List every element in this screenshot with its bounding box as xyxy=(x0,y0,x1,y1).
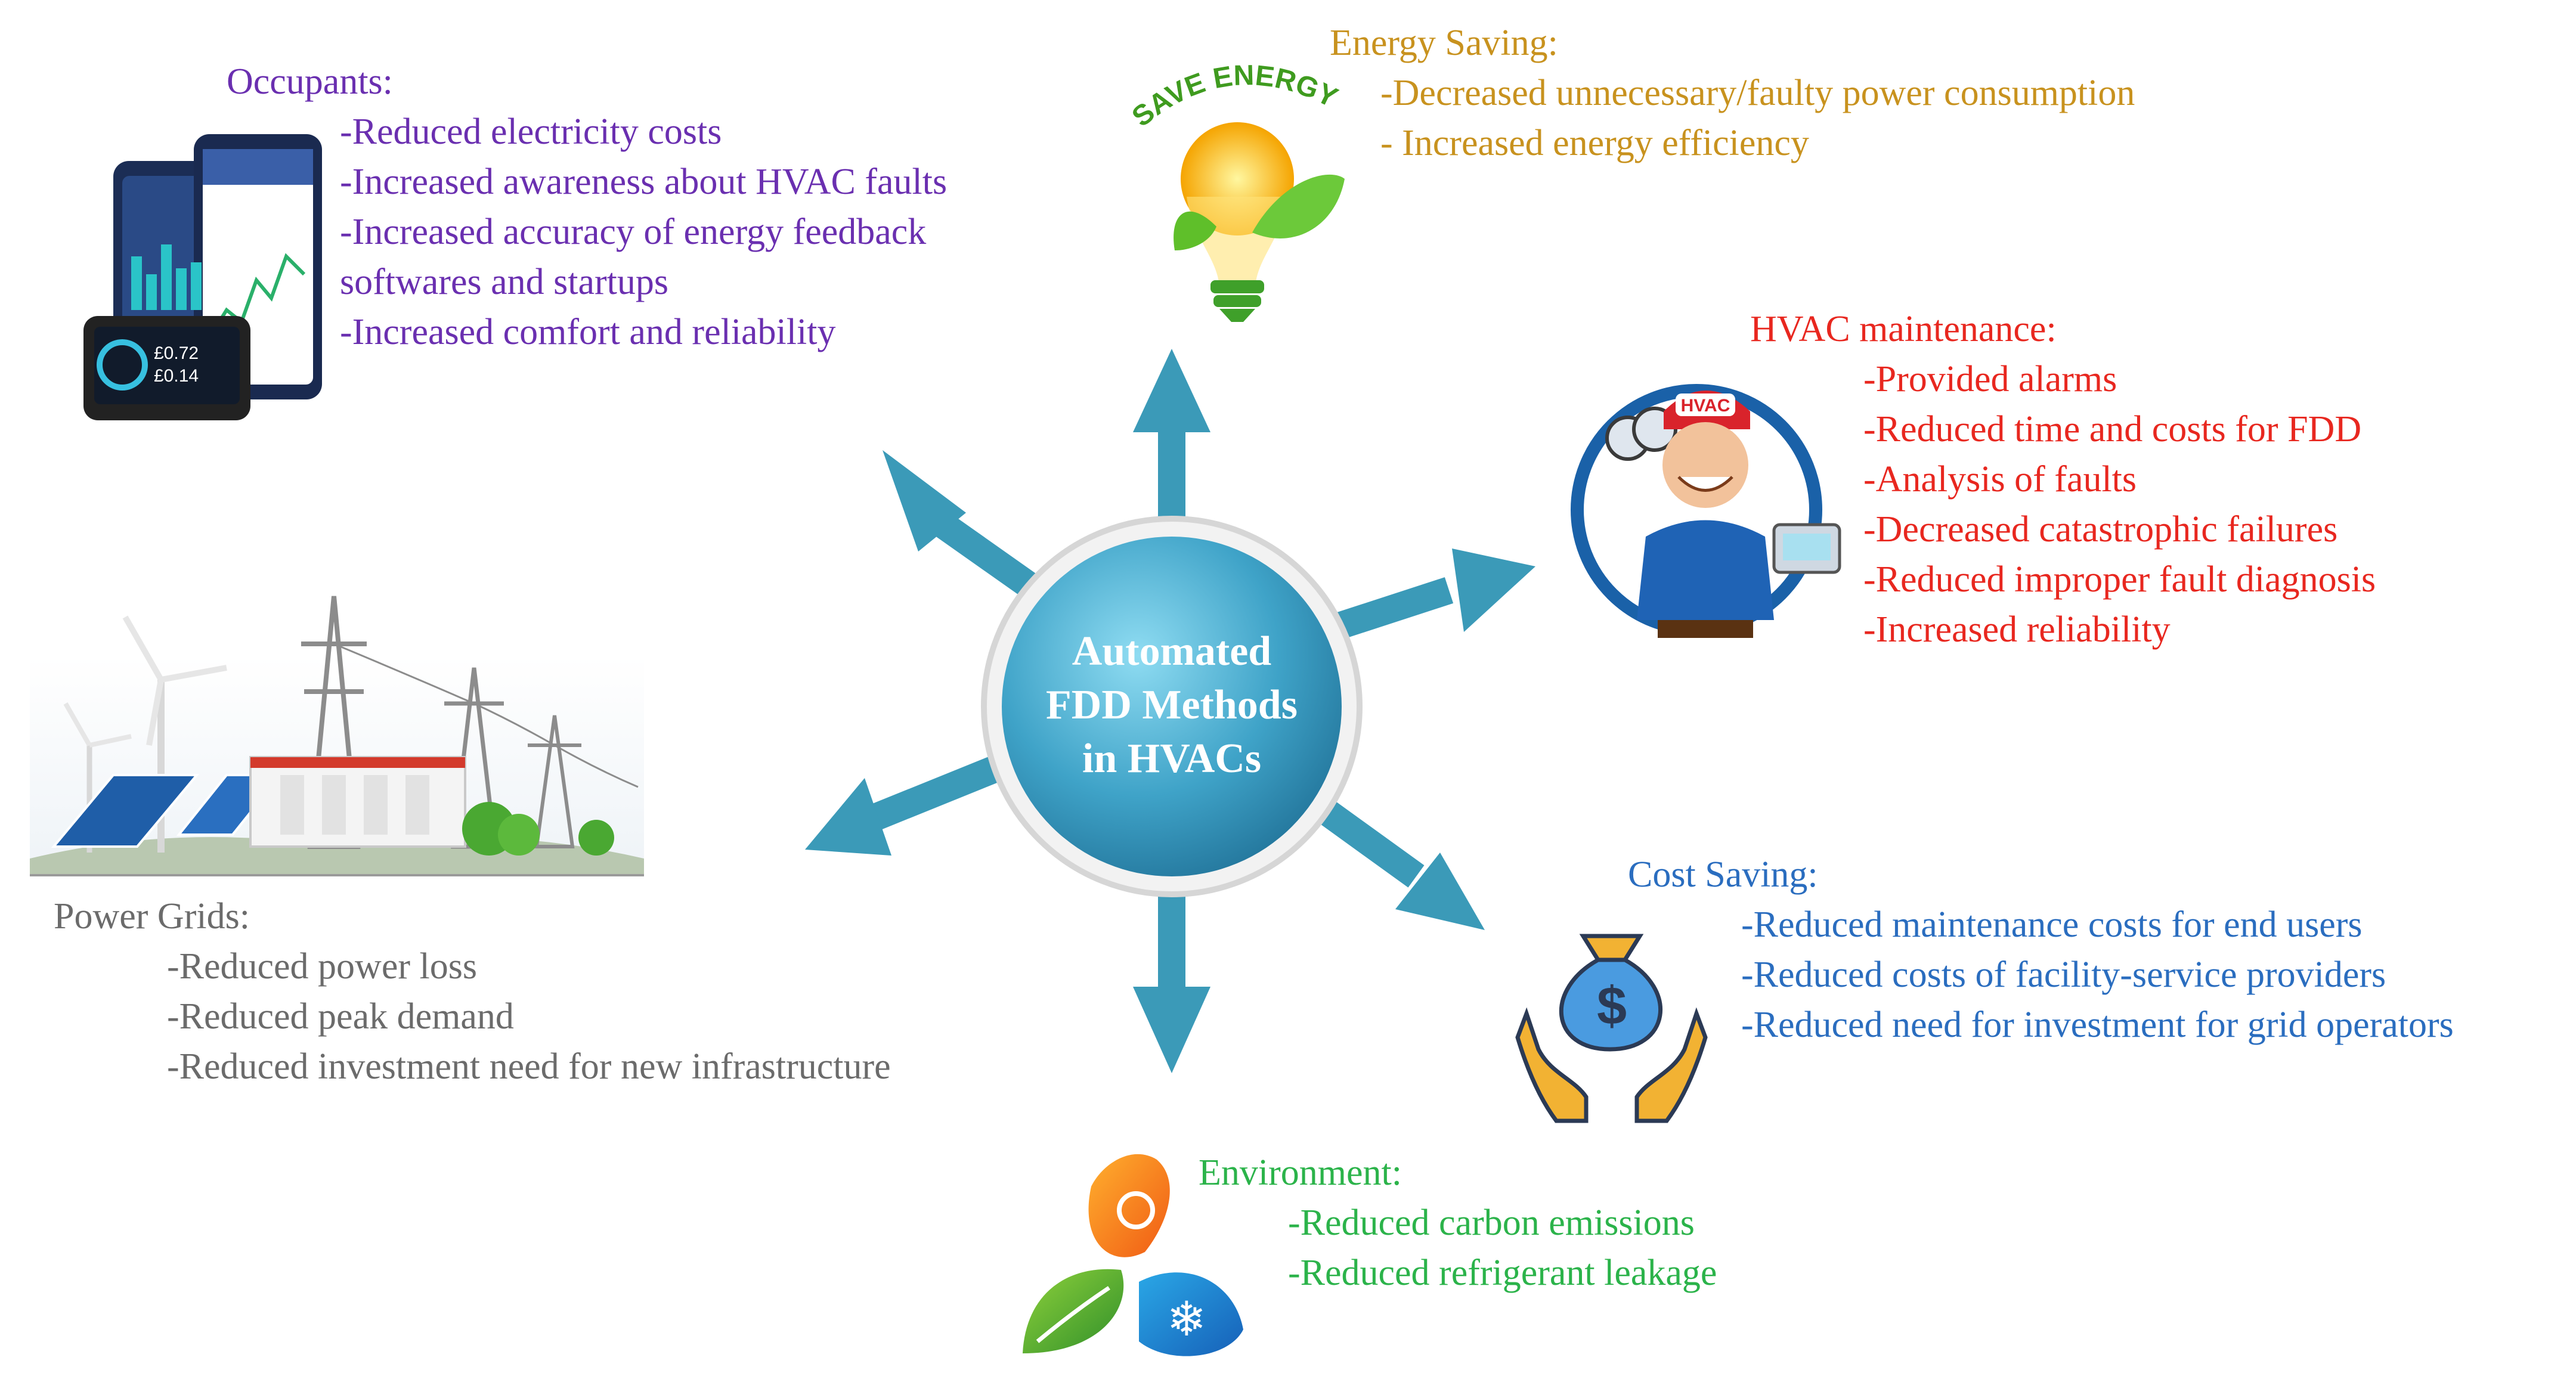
technician-cap-text: HVAC xyxy=(1681,396,1730,416)
smart-meter-phone-icon: £0.72 £0.14 xyxy=(83,134,322,420)
occupants-item-2: -Increased awareness about HVAC faults xyxy=(340,162,948,202)
energy-saving-item-2: - Increased energy efficiency xyxy=(1380,123,1809,163)
arrow-right-up xyxy=(1316,548,1535,645)
arrow-down xyxy=(1133,876,1210,1073)
power-grids-block: Power Grids: -Reduced power loss -Reduce… xyxy=(54,891,891,1092)
center-title-line-1: Automated xyxy=(1072,628,1271,674)
hvac-maintenance-item-3: -Analysis of faults xyxy=(1863,459,2137,500)
save-energy-badge: SAVE ENERGY xyxy=(1126,60,1343,133)
center-title-line-2: FDD Methods xyxy=(1046,682,1298,728)
occupants-item-1: -Reduced electricity costs xyxy=(340,111,722,152)
light-bulb-leaves-icon: SAVE ENERGY xyxy=(1126,60,1345,322)
environment-item-1: -Reduced carbon emissions xyxy=(1288,1203,1695,1243)
arrows xyxy=(805,349,1535,1073)
arrow-left-down xyxy=(805,753,1007,856)
occupants-block: Occupants: -Reduced electricity costs -I… xyxy=(227,57,947,357)
money-bag-symbol: $ xyxy=(1597,977,1627,1036)
energy-saving-block: Energy Saving: -Decreased unnecessary/fa… xyxy=(1330,18,2135,168)
environment-item-2: -Reduced refrigerant leakage xyxy=(1288,1253,1717,1293)
occupants-heading: Occupants: xyxy=(227,61,393,102)
environment-block: Environment: -Reduced carbon emissions -… xyxy=(1199,1148,1717,1298)
cost-saving-heading: Cost Saving: xyxy=(1628,854,1818,895)
hvac-maintenance-item-6: -Increased reliability xyxy=(1863,609,2171,650)
environment-heading: Environment: xyxy=(1199,1152,1402,1193)
hvac-maintenance-heading: HVAC maintenance: xyxy=(1750,309,2057,349)
center-node: Automated FDD Methods in HVACs xyxy=(981,516,1363,897)
occupants-item-4: softwares and startups xyxy=(340,262,668,302)
cost-saving-item-1: -Reduced maintenance costs for end users xyxy=(1741,904,2363,945)
sun-leaf-snowflake-icon: ❄ xyxy=(1023,1154,1243,1356)
arrow-up-left xyxy=(883,450,1040,599)
arrow-right-down xyxy=(1301,788,1485,930)
center-title-line-3: in HVACs xyxy=(1082,736,1261,782)
power-grids-item-1: -Reduced power loss xyxy=(167,946,477,987)
cost-saving-item-3: -Reduced need for investment for grid op… xyxy=(1741,1005,2454,1045)
hvac-maintenance-item-5: -Reduced improper fault diagnosis xyxy=(1863,559,2376,600)
energy-saving-item-1: -Decreased unnecessary/faulty power cons… xyxy=(1380,73,2135,113)
hvac-maintenance-block: HVAC maintenance: -Provided alarms -Redu… xyxy=(1750,304,2376,655)
power-grid-scene-icon xyxy=(30,596,644,876)
cost-saving-block: Cost Saving: -Reduced maintenance costs … xyxy=(1628,850,2454,1050)
hvac-maintenance-item-4: -Decreased catastrophic failures xyxy=(1863,509,2338,550)
power-grids-item-2: -Reduced peak demand xyxy=(167,996,514,1037)
hvac-maintenance-item-2: -Reduced time and costs for FDD xyxy=(1863,409,2362,450)
arrow-up xyxy=(1133,349,1210,537)
device-value-1: £0.72 xyxy=(154,343,199,363)
occupants-item-5: -Increased comfort and reliability xyxy=(340,312,836,352)
device-value-2: £0.14 xyxy=(154,366,199,386)
snowflake-glyph: ❄ xyxy=(1166,1291,1206,1347)
energy-saving-heading: Energy Saving: xyxy=(1330,23,1558,63)
occupants-item-3: -Increased accuracy of energy feedback xyxy=(340,212,927,252)
hvac-maintenance-item-1: -Provided alarms xyxy=(1863,359,2117,399)
hvac-technician-icon: HVAC xyxy=(1571,384,1841,638)
cost-saving-item-2: -Reduced costs of facility-service provi… xyxy=(1741,955,2386,995)
money-bag-hands-icon: $ xyxy=(1515,934,1708,1123)
power-grids-item-3: -Reduced investment need for new infrast… xyxy=(167,1046,891,1087)
power-grids-heading: Power Grids: xyxy=(54,896,250,937)
